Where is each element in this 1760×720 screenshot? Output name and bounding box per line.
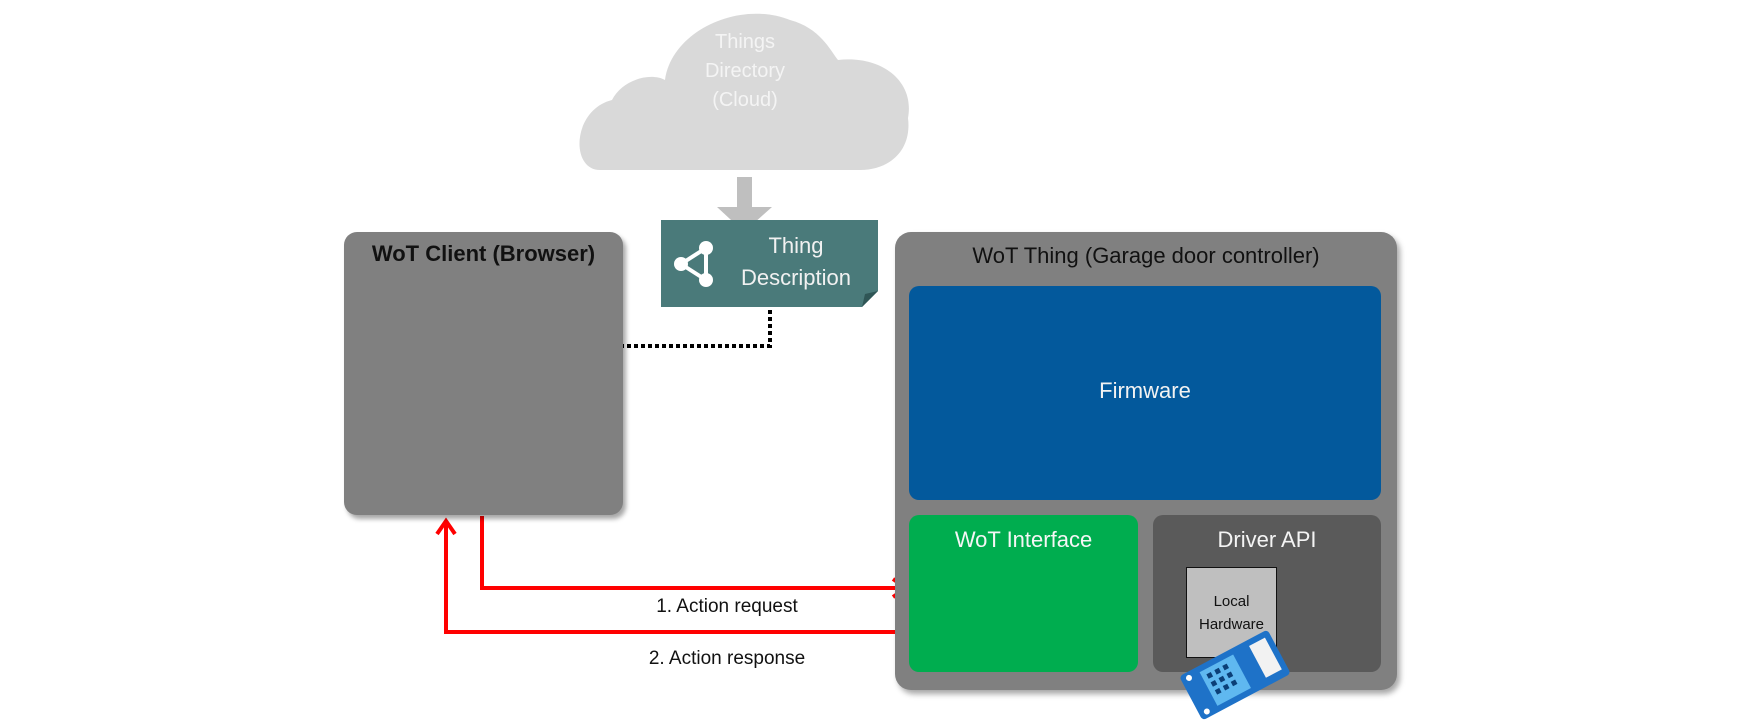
td-to-client-dotted-arrow: [582, 310, 772, 348]
action-request-label: 1. Action request: [656, 596, 798, 617]
cloud-line-1: Things: [714, 31, 776, 53]
action-response-label: 2. Action response: [648, 648, 806, 669]
cloud-shape: [579, 13, 909, 170]
firmware-label: Firmware: [1099, 378, 1191, 403]
action-response-arrow: [435, 517, 910, 634]
cloud-line-2: Directory: [704, 60, 785, 82]
things-directory-label: Things Directory (Cloud): [660, 28, 830, 115]
wot-interface-label: WoT Interface: [954, 527, 1093, 552]
share-icon: [674, 241, 713, 287]
wot-thing-title: WoT Thing (Garage door controller): [972, 243, 1320, 268]
firmware-block: [909, 286, 1381, 500]
td-line-1: Thing: [768, 233, 824, 258]
wot-client-box: [344, 232, 623, 515]
local-hw-line-2: Hardware: [1198, 616, 1265, 633]
local-hardware-label: Local Hardware: [1186, 590, 1277, 636]
thing-description-card: [661, 220, 878, 307]
page-curl-corner: [862, 291, 878, 307]
local-hw-line-1: Local: [1213, 593, 1250, 610]
cloud-to-td-arrow: [717, 177, 772, 232]
wot-client-title: WoT Client (Browser): [371, 241, 596, 266]
cloud-line-3: (Cloud): [712, 89, 778, 111]
sensor-board-icon: [1180, 630, 1290, 720]
action-request-arrow: [480, 516, 910, 599]
driver-api-label: Driver API: [1217, 527, 1317, 552]
wot-interface-block: [909, 515, 1138, 672]
td-line-2: Description: [740, 265, 852, 290]
thing-description-label: Thing Description: [716, 230, 876, 294]
